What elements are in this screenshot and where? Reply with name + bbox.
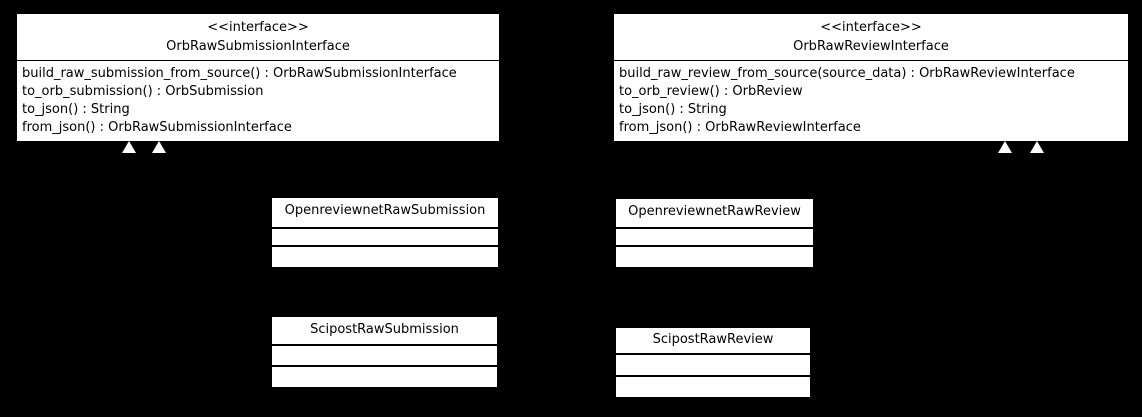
method-item: build_raw_submission_from_source() : Orb… bbox=[22, 66, 457, 81]
method-item: to_json() : String bbox=[619, 102, 727, 117]
class-name: OpenreviewnetRawSubmission bbox=[284, 203, 486, 218]
class-name: ScipostRawReview bbox=[652, 332, 774, 347]
interface-name: OrbRawReviewInterface bbox=[793, 39, 949, 54]
class-name: OpenreviewnetRawReview bbox=[628, 204, 801, 219]
method-item: to_json() : String bbox=[22, 102, 130, 117]
interface-node-orb-raw-review-interface: <<interface>> OrbRawReviewInterface buil… bbox=[614, 14, 1128, 141]
class-node-openreviewnet-raw-submission: OpenreviewnetRawSubmission bbox=[272, 198, 498, 267]
method-item: from_json() : OrbRawSubmissionInterface bbox=[22, 120, 292, 135]
class-name: ScipostRawSubmission bbox=[310, 322, 459, 337]
method-item: from_json() : OrbRawReviewInterface bbox=[619, 120, 861, 135]
methods-compartment: build_raw_submission_from_source() : Orb… bbox=[17, 60, 499, 137]
class-node-scipost-raw-submission: ScipostRawSubmission bbox=[272, 317, 497, 387]
attributes-compartment bbox=[272, 227, 498, 245]
methods-compartment bbox=[272, 365, 497, 387]
interface-name: OrbRawSubmissionInterface bbox=[166, 39, 350, 54]
class-node-openreviewnet-raw-review: OpenreviewnetRawReview bbox=[616, 199, 813, 267]
realization-arrowhead-icon bbox=[998, 141, 1012, 153]
method-item: build_raw_review_from_source(source_data… bbox=[619, 66, 1075, 81]
attributes-compartment bbox=[272, 344, 497, 365]
interface-title-compartment: <<interface>> OrbRawSubmissionInterface bbox=[17, 14, 499, 60]
interface-stereotype: <<interface>> bbox=[820, 20, 922, 35]
realization-arrowhead-icon bbox=[152, 141, 166, 153]
attributes-compartment bbox=[616, 227, 813, 245]
methods-compartment bbox=[616, 375, 810, 397]
methods-compartment: build_raw_review_from_source(source_data… bbox=[614, 60, 1128, 137]
method-item: to_orb_review() : OrbReview bbox=[619, 84, 803, 99]
class-node-scipost-raw-review: ScipostRawReview bbox=[616, 328, 810, 397]
realization-arrowhead-icon bbox=[122, 141, 136, 153]
methods-compartment bbox=[272, 245, 498, 267]
methods-compartment bbox=[616, 245, 813, 267]
interface-title-compartment: <<interface>> OrbRawReviewInterface bbox=[614, 14, 1128, 60]
interface-stereotype: <<interface>> bbox=[207, 20, 309, 35]
interface-node-orb-raw-submission-interface: <<interface>> OrbRawSubmissionInterface … bbox=[17, 14, 499, 141]
realization-arrowhead-icon bbox=[1030, 141, 1044, 153]
attributes-compartment bbox=[616, 353, 810, 375]
method-item: to_orb_submission() : OrbSubmission bbox=[22, 84, 264, 99]
